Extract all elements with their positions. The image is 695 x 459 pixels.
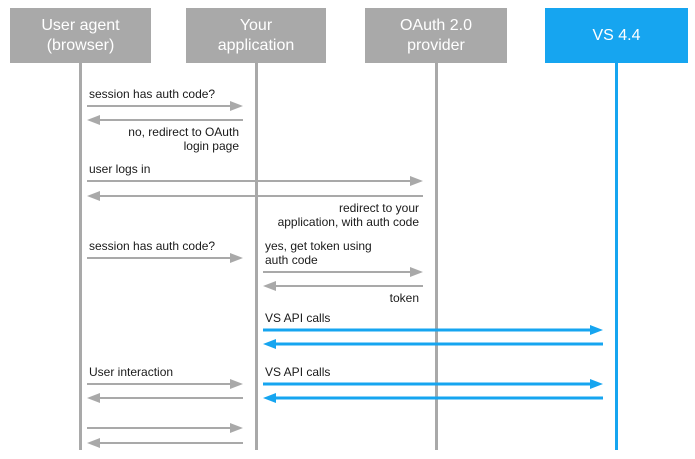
arrowhead-icon: [230, 101, 243, 111]
actor-label-oauth: OAuth 2.0 provider: [399, 16, 473, 54]
arrowhead-icon: [263, 339, 276, 349]
message-line: [87, 427, 231, 429]
message-arrow-11-app-to-browser: [87, 393, 243, 403]
message-arrow-7-app-to-vs: [263, 325, 603, 335]
arrowhead-icon: [87, 393, 100, 403]
lifeline-oauth: [435, 63, 438, 450]
message-line: [275, 342, 603, 346]
arrowhead-icon: [263, 281, 276, 291]
message-line: [263, 382, 591, 386]
message-label-5: yes, get token using auth code: [265, 239, 372, 267]
message-line: [263, 328, 591, 332]
arrowhead-icon: [410, 176, 423, 186]
message-arrow-3-oauth-to-browser: [87, 191, 423, 201]
arrowhead-icon: [263, 393, 276, 403]
message-line: [87, 105, 231, 107]
message-line: [99, 119, 243, 121]
message-line: [275, 396, 603, 400]
arrowhead-icon: [87, 191, 100, 201]
lifeline-vs: [615, 63, 618, 450]
message-line: [275, 285, 423, 287]
message-label-6: token: [389, 291, 419, 305]
arrowhead-icon: [230, 379, 243, 389]
arrowhead-icon: [590, 325, 603, 335]
message-line: [99, 397, 243, 399]
message-arrow-0-browser-to-app: [87, 101, 243, 111]
message-arrow-4-browser-to-app: [87, 253, 243, 263]
actor-box-vs: VS 4.4: [545, 8, 688, 63]
arrowhead-icon: [230, 423, 243, 433]
message-line: [99, 442, 243, 444]
message-line: [99, 195, 423, 197]
lifeline-browser: [79, 63, 82, 450]
message-arrow-5-app-to-oauth: [263, 267, 423, 277]
message-arrow-13-browser-to-app: [87, 423, 243, 433]
message-line: [263, 271, 411, 273]
lifeline-app: [255, 63, 258, 450]
message-label-2: user logs in: [89, 162, 151, 176]
message-arrow-12-vs-to-app: [263, 393, 603, 403]
message-arrow-9-browser-to-app: [87, 379, 243, 389]
actor-label-vs: VS 4.4: [592, 26, 641, 44]
arrowhead-icon: [410, 267, 423, 277]
message-label-7: VS API calls: [265, 311, 331, 325]
message-line: [87, 257, 231, 259]
actor-label-app: Your application: [217, 16, 295, 54]
message-label-10: VS API calls: [265, 365, 331, 379]
message-label-4: session has auth code?: [89, 239, 216, 253]
message-arrow-2-browser-to-oauth: [87, 176, 423, 186]
actor-label-browser: User agent (browser): [41, 16, 120, 54]
message-arrow-1-app-to-browser: [87, 115, 243, 125]
message-label-3: redirect to your application, with auth …: [277, 201, 419, 229]
message-arrow-8-vs-to-app: [263, 339, 603, 349]
message-arrow-10-app-to-vs: [263, 379, 603, 389]
arrowhead-icon: [230, 253, 243, 263]
message-line: [87, 383, 231, 385]
arrowhead-icon: [590, 379, 603, 389]
message-label-1: no, redirect to OAuth login page: [128, 125, 239, 153]
message-label-9: User interaction: [89, 365, 174, 379]
actor-box-oauth: OAuth 2.0 provider: [365, 8, 507, 63]
actor-box-app: Your application: [186, 8, 326, 63]
message-label-0: session has auth code?: [89, 87, 216, 101]
arrowhead-icon: [87, 438, 100, 448]
actor-box-browser: User agent (browser): [10, 8, 151, 63]
message-arrow-14-app-to-browser: [87, 438, 243, 448]
arrowhead-icon: [87, 115, 100, 125]
message-arrow-6-oauth-to-app: [263, 281, 423, 291]
message-line: [87, 180, 411, 182]
